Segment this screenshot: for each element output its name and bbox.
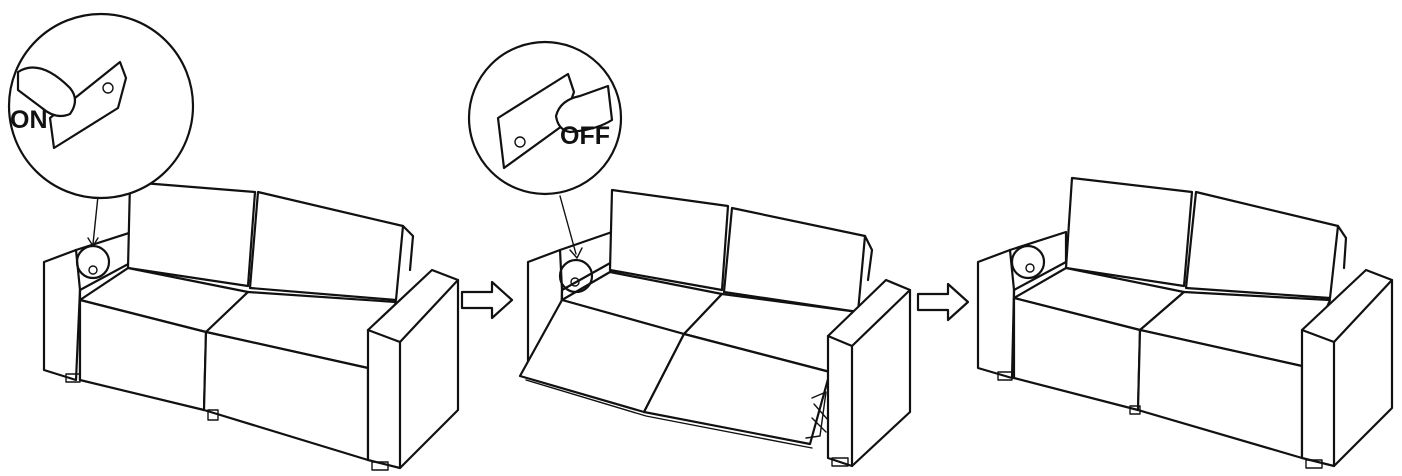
step-2-off-label: OFF (560, 122, 610, 150)
step-arrow-2 (916, 282, 970, 322)
step-arrow-1 (460, 280, 514, 320)
step-1-sofa: ON (7, 12, 460, 471)
step-1-on-label: ON (10, 106, 48, 134)
step-2-sofa: OFF (467, 40, 912, 468)
step-3-sofa (976, 176, 1394, 469)
